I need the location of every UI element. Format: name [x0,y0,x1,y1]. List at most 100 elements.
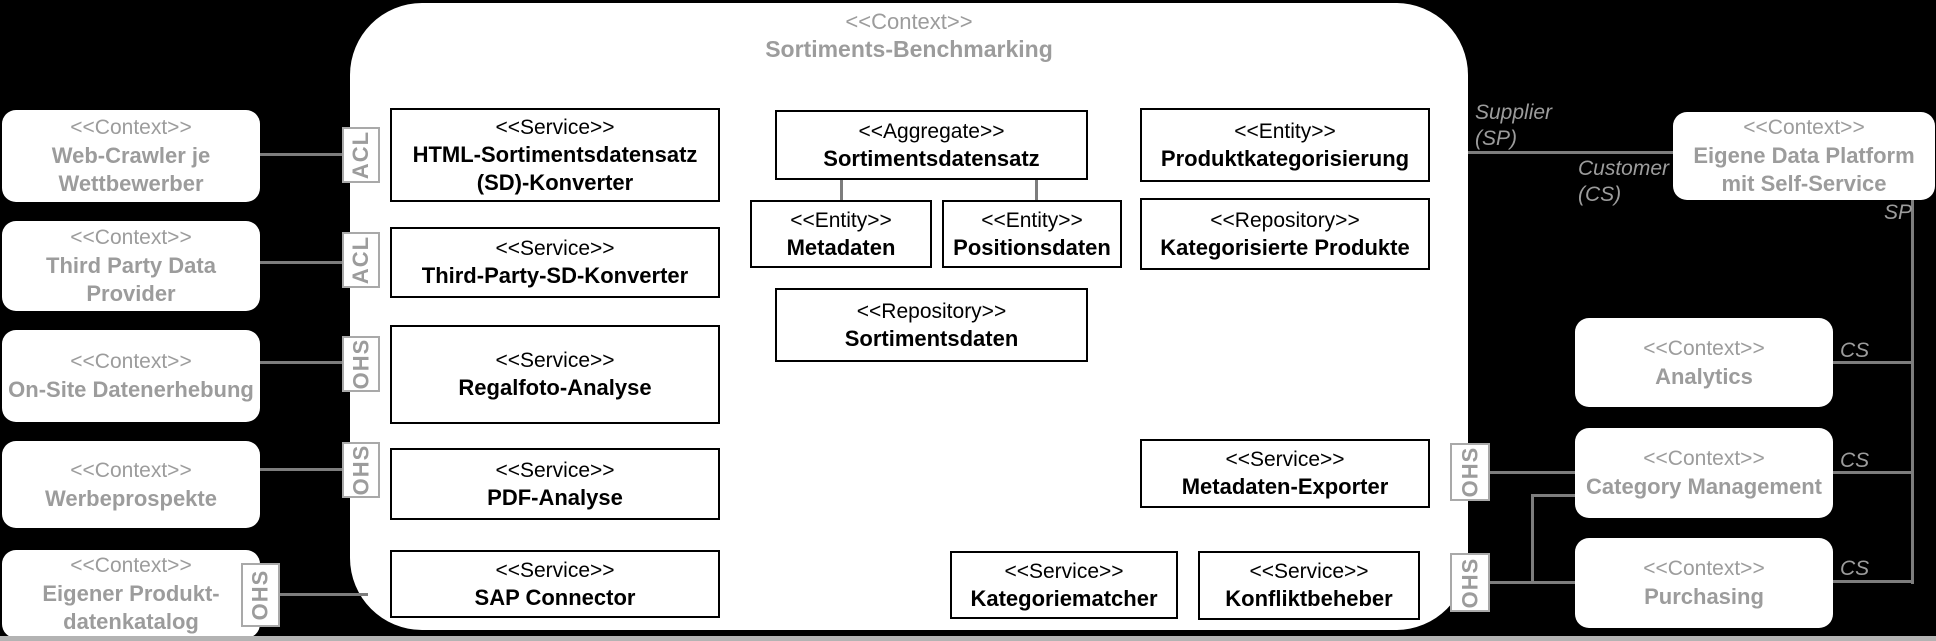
port-ohs-werbeprospekte: OHS [342,442,380,498]
name-label: Analytics [1655,363,1753,389]
stereotype-label: <<Context>> [70,350,192,373]
label-cs-purchasing: CS [1840,557,1870,580]
aggregate-sortimentsdatensatz: <<Aggregate>> Sortimentsdatensatz [775,110,1088,180]
service-third-party-sd-konverter: <<Service>> Third-Party-SD-Konverter [390,227,720,298]
port-label: OHS [1457,446,1482,498]
name-label: On-Site Datenerhebung [8,377,254,402]
stereotype-label: <<Context>> [1743,116,1865,139]
service-html-sd-konverter: <<Service>> HTML-Sortimentsdatensatz (SD… [390,108,720,202]
name-label: Metadaten-Exporter [1181,474,1389,499]
name-label: Purchasing [1644,584,1764,609]
service-konfliktbeheber: <<Service>> Konfliktbeheber [1198,551,1420,620]
name-label: Metadaten [786,234,896,260]
name-label: Werbeprospekte [45,485,217,511]
name-label: HTML-Sortimentsdatensatz (SD)-Konverter [412,141,698,195]
main-context-name: Sortiments-Benchmarking [765,36,1053,62]
bottom-connector-strip [0,636,1936,641]
name-label: Regalfoto-Analyse [458,375,652,400]
stereotype-label: <<Service>> [495,237,615,260]
port-ohs-metadaten-exporter: OHS [1450,443,1490,501]
port-label: OHS [247,569,273,621]
stereotype-label: <<Context>> [1643,557,1765,580]
connector-aggregate-positionsdaten [1035,180,1038,200]
service-kategoriematcher: <<Service>> Kategoriematcher [950,551,1178,619]
port-label: ACL [348,235,373,285]
name-label: Web-Crawler je Wettbewerber [51,143,211,196]
service-regalfoto-analyse: <<Service>> Regalfoto-Analyse [390,325,720,424]
stereotype-label: <<Context>> [70,226,192,249]
stereotype-label: <<Context>> [70,458,192,482]
service-metadaten-exporter: <<Service>> Metadaten-Exporter [1140,439,1430,508]
name-label: Kategoriematcher [970,585,1158,611]
label-cs-analytics: CS [1840,339,1870,362]
stereotype-label: <<Service>> [1004,559,1124,583]
label-supplier-sp: Supplier (SP) [1475,101,1553,150]
connector-categorymgmt-vline [1833,471,1913,474]
connector-branch-categorymgmt [1531,494,1575,497]
name-label: Eigene Data Platform mit Self-Service [1693,143,1915,196]
name-label: PDF-Analyse [487,484,623,510]
name-label: Third Party Data Provider [46,253,216,306]
stereotype-label: <<Repository>> [1210,208,1360,232]
entity-metadaten: <<Entity>> Metadaten [750,200,932,268]
connector-werbeprospekte-ohs [260,468,344,471]
context-third-party-data-provider: <<Context>> Third Party Data Provider [2,221,260,311]
context-analytics: <<Context>> Analytics [1575,318,1833,407]
connector-onsite-ohs [260,361,344,364]
connector-aggregate-metadaten [840,180,843,200]
port-label: OHS [1457,557,1482,608]
context-eigener-produktdatenkatalog: <<Context>> Eigener Produkt-datenkatalog [2,550,260,638]
name-label: Sortimentsdatensatz [823,145,1040,171]
connector-ohs-categorymgmt [1490,471,1575,474]
name-label: Category Management [1586,474,1822,499]
context-purchasing: <<Context>> Purchasing [1575,538,1833,628]
main-context-title: <<Context>> Sortiments-Benchmarking [350,8,1468,64]
name-label: Kategorisierte Produkte [1160,234,1410,260]
connector-analytics-vline [1833,361,1913,364]
connector-ohs-purchasing [1490,581,1575,584]
repository-sortimentsdaten: <<Repository>> Sortimentsdaten [775,288,1088,362]
entity-positionsdaten: <<Entity>> Positionsdaten [942,200,1122,268]
connector-thirdparty-acl [260,261,344,264]
label-cs-category-management: CS [1840,449,1870,472]
stereotype-label: <<Service>> [1225,448,1345,471]
stereotype-label: <<Service>> [495,458,615,482]
stereotype-label: <<Service>> [495,558,615,582]
stereotype-label: <<Context>> [70,116,192,139]
port-label: OHS [348,444,373,496]
connector-produktdatenkatalog-main [278,593,368,596]
context-web-crawler-je-wettbewerber: <<Context>> Web-Crawler je Wettbewerber [2,110,260,202]
port-label: OHS [348,338,373,390]
name-label: Konfliktbeheber [1225,586,1393,611]
port-acl-thirdparty: ACL [342,232,380,288]
stereotype-label: <<Context>> [1643,336,1765,360]
stereotype-label: <<Aggregate>> [858,119,1005,143]
port-ohs-produktdatenkatalog: OHS [241,563,280,627]
main-context-stereotype: <<Context>> [845,9,973,34]
connector-purchasing-vline [1833,580,1913,583]
label-customer-cs: Customer (CS) [1578,157,1670,206]
name-label: Sortimentsdaten [844,325,1019,351]
stereotype-label: <<Service>> [495,349,615,372]
port-ohs-onsite: OHS [342,336,380,392]
name-label: Eigener Produkt-datenkatalog [42,581,220,634]
context-category-management: <<Context>> Category Management [1575,428,1833,518]
port-acl-webcrawler: ACL [342,127,380,183]
stereotype-label: <<Service>> [495,115,615,139]
repository-kategorisierte-produkte: <<Repository>> Kategorisierte Produkte [1140,198,1430,270]
connector-main-dataplatform [1468,151,1673,154]
name-label: Third-Party-SD-Konverter [421,263,689,288]
context-eigene-data-platform: <<Context>> Eigene Data Platform mit Sel… [1673,112,1935,200]
stereotype-label: <<Entity>> [1234,119,1336,143]
stereotype-label: <<Entity>> [981,208,1083,232]
context-werbeprospekte: <<Context>> Werbeprospekte [2,441,260,528]
name-label: Produktkategorisierung [1160,145,1410,171]
stereotype-label: <<Repository>> [856,299,1007,323]
name-label: SAP Connector [474,584,636,610]
stereotype-label: <<Entity>> [790,208,892,232]
stereotype-label: <<Context>> [1643,447,1765,470]
service-pdf-analyse: <<Service>> PDF-Analyse [390,448,720,520]
port-ohs-konfliktbeheber: OHS [1450,553,1490,612]
stereotype-label: <<Context>> [70,554,192,577]
